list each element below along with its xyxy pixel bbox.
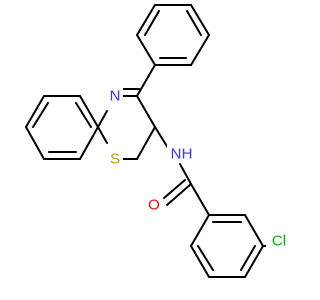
bond-line bbox=[136, 34, 156, 66]
bond-line bbox=[186, 10, 202, 36]
molecule-diagram: N S N H O Cl bbox=[25, 4, 290, 278]
o-label-bg bbox=[146, 196, 163, 214]
bond-line bbox=[79, 95, 99, 128]
bond-line bbox=[97, 126, 108, 144]
bond-line bbox=[163, 179, 186, 199]
bond-line bbox=[190, 183, 210, 216]
bond-line bbox=[136, 4, 156, 36]
amide-nitrogen-label: N bbox=[171, 146, 182, 163]
n-ring-label-bg bbox=[107, 87, 123, 105]
bond-line bbox=[75, 102, 92, 128]
bond-line bbox=[190, 214, 210, 247]
bond-layer bbox=[25, 4, 267, 278]
bond-line bbox=[97, 110, 108, 128]
bond-line bbox=[166, 183, 192, 206]
bond-line bbox=[244, 245, 264, 278]
bond-line bbox=[190, 4, 210, 36]
carbonyl-oxygen-label: O bbox=[148, 197, 160, 214]
s-ring-label-bg bbox=[107, 150, 123, 168]
n-amide-label-bg bbox=[167, 145, 185, 163]
cl-label-bg bbox=[266, 232, 290, 250]
bond-line bbox=[136, 64, 156, 97]
atom-label-layer: N S N H O Cl bbox=[107, 87, 290, 250]
ring-nitrogen-label: N bbox=[110, 88, 121, 105]
ring-sulfur-label: S bbox=[110, 151, 120, 168]
bond-line bbox=[240, 245, 256, 271]
bond-line bbox=[25, 95, 45, 128]
bond-line bbox=[32, 102, 49, 128]
bond-line bbox=[244, 214, 264, 247]
bond-line bbox=[25, 126, 45, 160]
bond-line bbox=[79, 126, 99, 160]
bond-line bbox=[136, 95, 156, 128]
bond-line bbox=[136, 126, 156, 160]
bond-line bbox=[190, 34, 210, 66]
chlorine-label: Cl bbox=[272, 233, 286, 250]
bond-line bbox=[179, 163, 192, 185]
molecule-svg: N S N H O Cl bbox=[25, 4, 290, 278]
bond-line bbox=[154, 126, 169, 149]
bond-line bbox=[144, 10, 160, 36]
bond-line bbox=[197, 245, 214, 271]
bond-line bbox=[190, 245, 210, 278]
amide-hydrogen-label: H bbox=[182, 146, 193, 163]
